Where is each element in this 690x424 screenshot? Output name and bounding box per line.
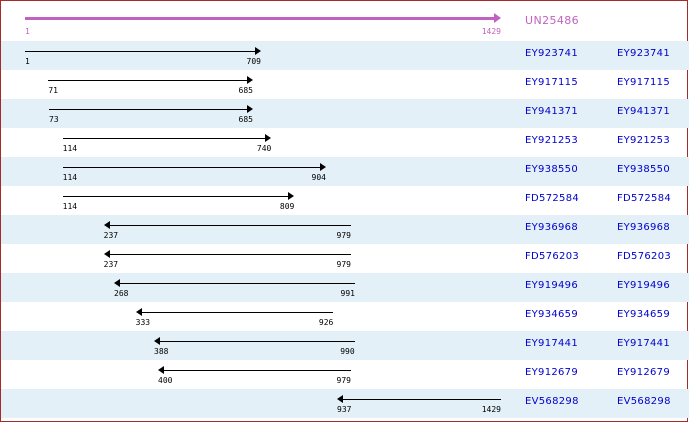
hit-alignment-bar[interactable]	[119, 283, 355, 284]
hit-alignment-bar[interactable]	[25, 51, 256, 52]
hit-description-link[interactable]: EY941371	[617, 106, 671, 117]
hit-alignment-bar[interactable]	[342, 399, 501, 400]
hit-description-link[interactable]: EY938550	[617, 164, 671, 175]
hit-row[interactable]: 400 979 EY912679 EY912679	[1, 360, 689, 389]
hit-end-coordinate: 990	[340, 347, 355, 356]
hit-end-coordinate: 685	[238, 115, 253, 124]
hit-row[interactable]: 237 979 FD576203 FD576203	[1, 244, 689, 273]
hit-arrowhead-left-icon	[337, 395, 343, 403]
hit-description-link[interactable]: EY936968	[617, 222, 671, 233]
hit-alignment-bar[interactable]	[62, 138, 267, 139]
hit-arrowhead-right-icon	[288, 192, 295, 200]
hit-accession-link[interactable]: EY941371	[525, 106, 579, 117]
hit-row[interactable]: 937 1429 EV568298 EV568298	[1, 389, 689, 418]
hit-description-link[interactable]: EY919496	[617, 280, 671, 291]
hit-row[interactable]: 114 809 FD572584 FD572584	[1, 186, 689, 215]
hit-description-link[interactable]: EY912679	[617, 367, 671, 378]
hit-accession-link[interactable]: EY936968	[525, 222, 579, 233]
hit-end-coordinate: 979	[336, 260, 351, 269]
hit-alignment-bar[interactable]	[48, 80, 248, 81]
hit-accession-link[interactable]: EY938550	[525, 164, 579, 175]
hit-start-coordinate: 333	[135, 318, 151, 327]
hit-rows-container: 1 709 EY923741 EY923741 71 685 EY917115 EY91711…	[1, 41, 689, 418]
query-accession-label[interactable]: UN25486	[525, 14, 580, 27]
hit-arrowhead-left-icon	[154, 337, 160, 345]
hit-description-link[interactable]: EY917441	[617, 338, 671, 349]
hit-arrowhead-right-icon	[247, 105, 253, 113]
hit-arrowhead-right-icon	[255, 47, 261, 55]
hit-end-coordinate: 740	[256, 144, 272, 153]
hit-alignment-bar[interactable]	[62, 167, 321, 168]
hit-alignment-bar[interactable]	[163, 370, 351, 371]
hit-end-coordinate: 809	[279, 202, 295, 211]
hit-arrowhead-left-icon	[114, 279, 120, 287]
hit-arrowhead-left-icon	[135, 308, 142, 316]
hit-description-link[interactable]: EY917115	[617, 77, 671, 88]
hit-accession-link[interactable]: FD576203	[525, 251, 580, 262]
hit-arrowhead-left-icon	[103, 221, 110, 229]
hit-start-coordinate: 114	[62, 144, 78, 153]
hit-start-coordinate: 237	[103, 260, 119, 269]
hit-row[interactable]: 388 990 EY917441 EY917441	[1, 331, 689, 360]
hit-start-coordinate: 114	[62, 202, 78, 211]
hit-accession-link[interactable]: FD572584	[525, 193, 580, 204]
hit-accession-link[interactable]: EY917441	[525, 338, 579, 349]
hit-description-link[interactable]: EY934659	[617, 309, 671, 320]
hit-row[interactable]: 71 685 EY917115 EY917115	[1, 70, 689, 99]
hit-alignment-bar[interactable]	[62, 196, 290, 197]
hit-description-link[interactable]: FD572584	[617, 193, 672, 204]
hit-arrowhead-right-icon	[247, 76, 253, 84]
hit-start-coordinate: 937	[337, 405, 352, 414]
hit-start-coordinate: 1	[25, 57, 30, 66]
hit-accession-link[interactable]: EY921253	[525, 135, 579, 146]
hit-start-coordinate: 388	[154, 347, 169, 356]
hit-start-coordinate: 71	[48, 86, 58, 95]
hit-end-coordinate: 904	[311, 173, 326, 182]
hit-description-link[interactable]: EV568298	[617, 396, 671, 407]
hit-row[interactable]: 268 991 EY919496 EY919496	[1, 273, 689, 302]
query-arrowhead-right-icon	[494, 13, 501, 23]
hit-accession-link[interactable]: EY919496	[525, 280, 579, 291]
hit-alignment-bar[interactable]	[108, 254, 351, 255]
hit-description-link[interactable]: FD576203	[617, 251, 672, 262]
query-bar[interactable]	[25, 17, 495, 20]
hit-alignment-bar[interactable]	[49, 109, 248, 110]
hit-row[interactable]: 73 685 EY941371 EY941371	[1, 99, 689, 128]
hit-end-coordinate: 926	[318, 318, 334, 327]
hit-start-coordinate: 73	[49, 115, 59, 124]
hit-end-coordinate: 685	[238, 86, 253, 95]
hit-start-coordinate: 114	[62, 173, 78, 182]
query-start-coordinate: 1	[25, 27, 30, 36]
hit-alignment-bar[interactable]	[159, 341, 355, 342]
hit-arrowhead-right-icon	[320, 163, 326, 171]
hit-description-link[interactable]: EY921253	[617, 135, 671, 146]
hit-accession-link[interactable]: EY912679	[525, 367, 579, 378]
hit-arrowhead-left-icon	[103, 250, 110, 258]
hit-accession-link[interactable]: EY934659	[525, 309, 579, 320]
hit-end-coordinate: 709	[246, 57, 261, 66]
hit-row[interactable]: 114 740 EY921253 EY921253	[1, 128, 689, 157]
hit-end-coordinate: 979	[336, 376, 351, 385]
hit-accession-link[interactable]: EV568298	[525, 396, 579, 407]
hit-arrowhead-left-icon	[158, 366, 164, 374]
hit-row[interactable]: 1 709 EY923741 EY923741	[1, 41, 689, 70]
hit-start-coordinate: 400	[158, 376, 173, 385]
hit-arrowhead-right-icon	[265, 134, 272, 142]
query-track: 1 1429 UN25486	[1, 9, 689, 39]
hit-accession-link[interactable]: EY917115	[525, 77, 579, 88]
hit-end-coordinate: 991	[340, 289, 355, 298]
hit-description-link[interactable]: EY923741	[617, 48, 671, 59]
hit-alignment-bar[interactable]	[108, 225, 351, 226]
hit-start-coordinate: 237	[103, 231, 119, 240]
hit-alignment-bar[interactable]	[140, 312, 334, 313]
hit-accession-link[interactable]: EY923741	[525, 48, 579, 59]
hit-end-coordinate: 1429	[481, 405, 501, 414]
hit-end-coordinate: 979	[336, 231, 351, 240]
query-end-coordinate: 1429	[481, 27, 501, 36]
hit-row[interactable]: 237 979 EY936968 EY936968	[1, 215, 689, 244]
hit-row[interactable]: 333 926 EY934659 EY934659	[1, 302, 689, 331]
hit-start-coordinate: 268	[114, 289, 129, 298]
hit-row[interactable]: 114 904 EY938550 EY938550	[1, 157, 689, 186]
